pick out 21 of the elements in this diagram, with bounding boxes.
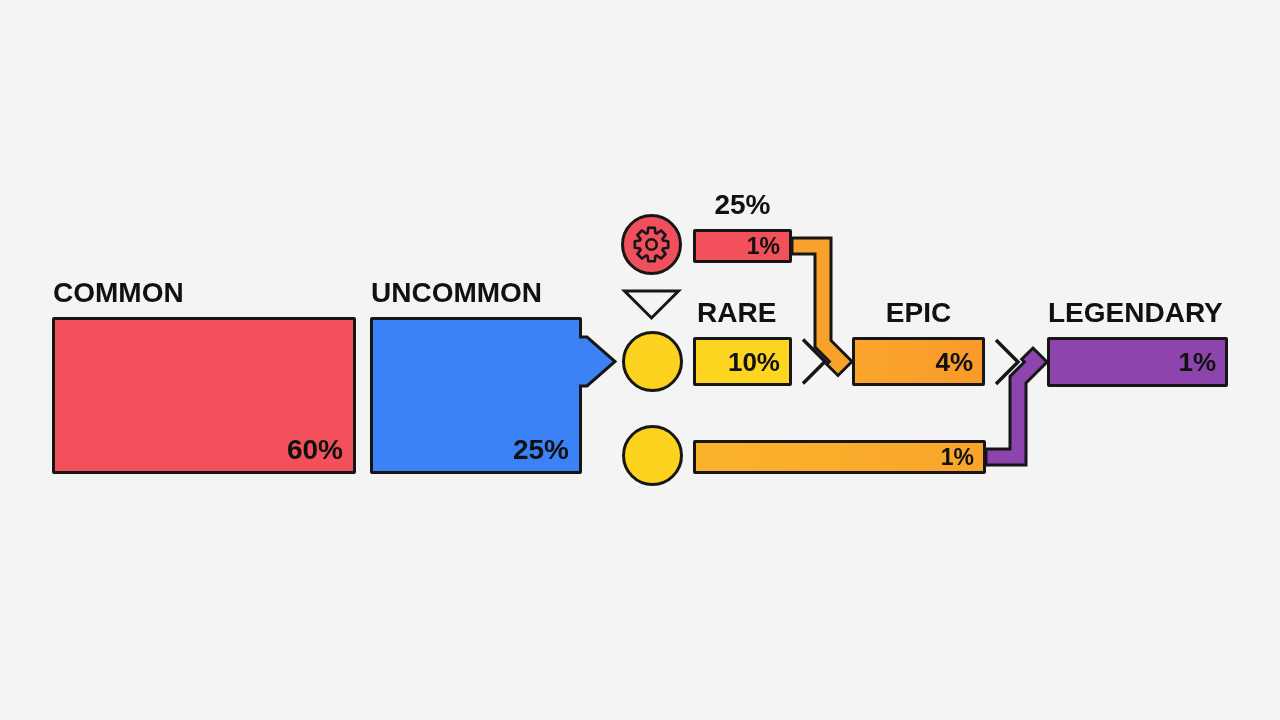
heading-text: LEGENDARY — [1048, 299, 1223, 327]
percent-value: 4% — [935, 348, 973, 375]
heading-text: RARE — [697, 299, 777, 327]
heading-text: UNCOMMON — [371, 279, 543, 307]
bent-arrow — [984, 345, 1050, 467]
percent-value: 1% — [746, 234, 780, 258]
gear-icon — [621, 214, 682, 275]
triangle-arrow — [620, 289, 683, 321]
block-arrow — [577, 335, 618, 388]
percent-value: 1% — [1178, 349, 1216, 375]
bent-arrow — [790, 236, 855, 378]
circle-node — [622, 331, 683, 392]
heading-text: 25% — [714, 191, 771, 219]
percent-value: 25% — [512, 436, 569, 464]
percent-value: 60% — [286, 436, 343, 464]
percent-value: 10% — [727, 348, 780, 375]
circle-node — [622, 425, 683, 486]
heading-text: COMMON — [53, 279, 184, 307]
heading-text: EPIC — [885, 299, 952, 327]
tier-bar — [693, 440, 986, 474]
percent-value: 1% — [940, 445, 974, 469]
